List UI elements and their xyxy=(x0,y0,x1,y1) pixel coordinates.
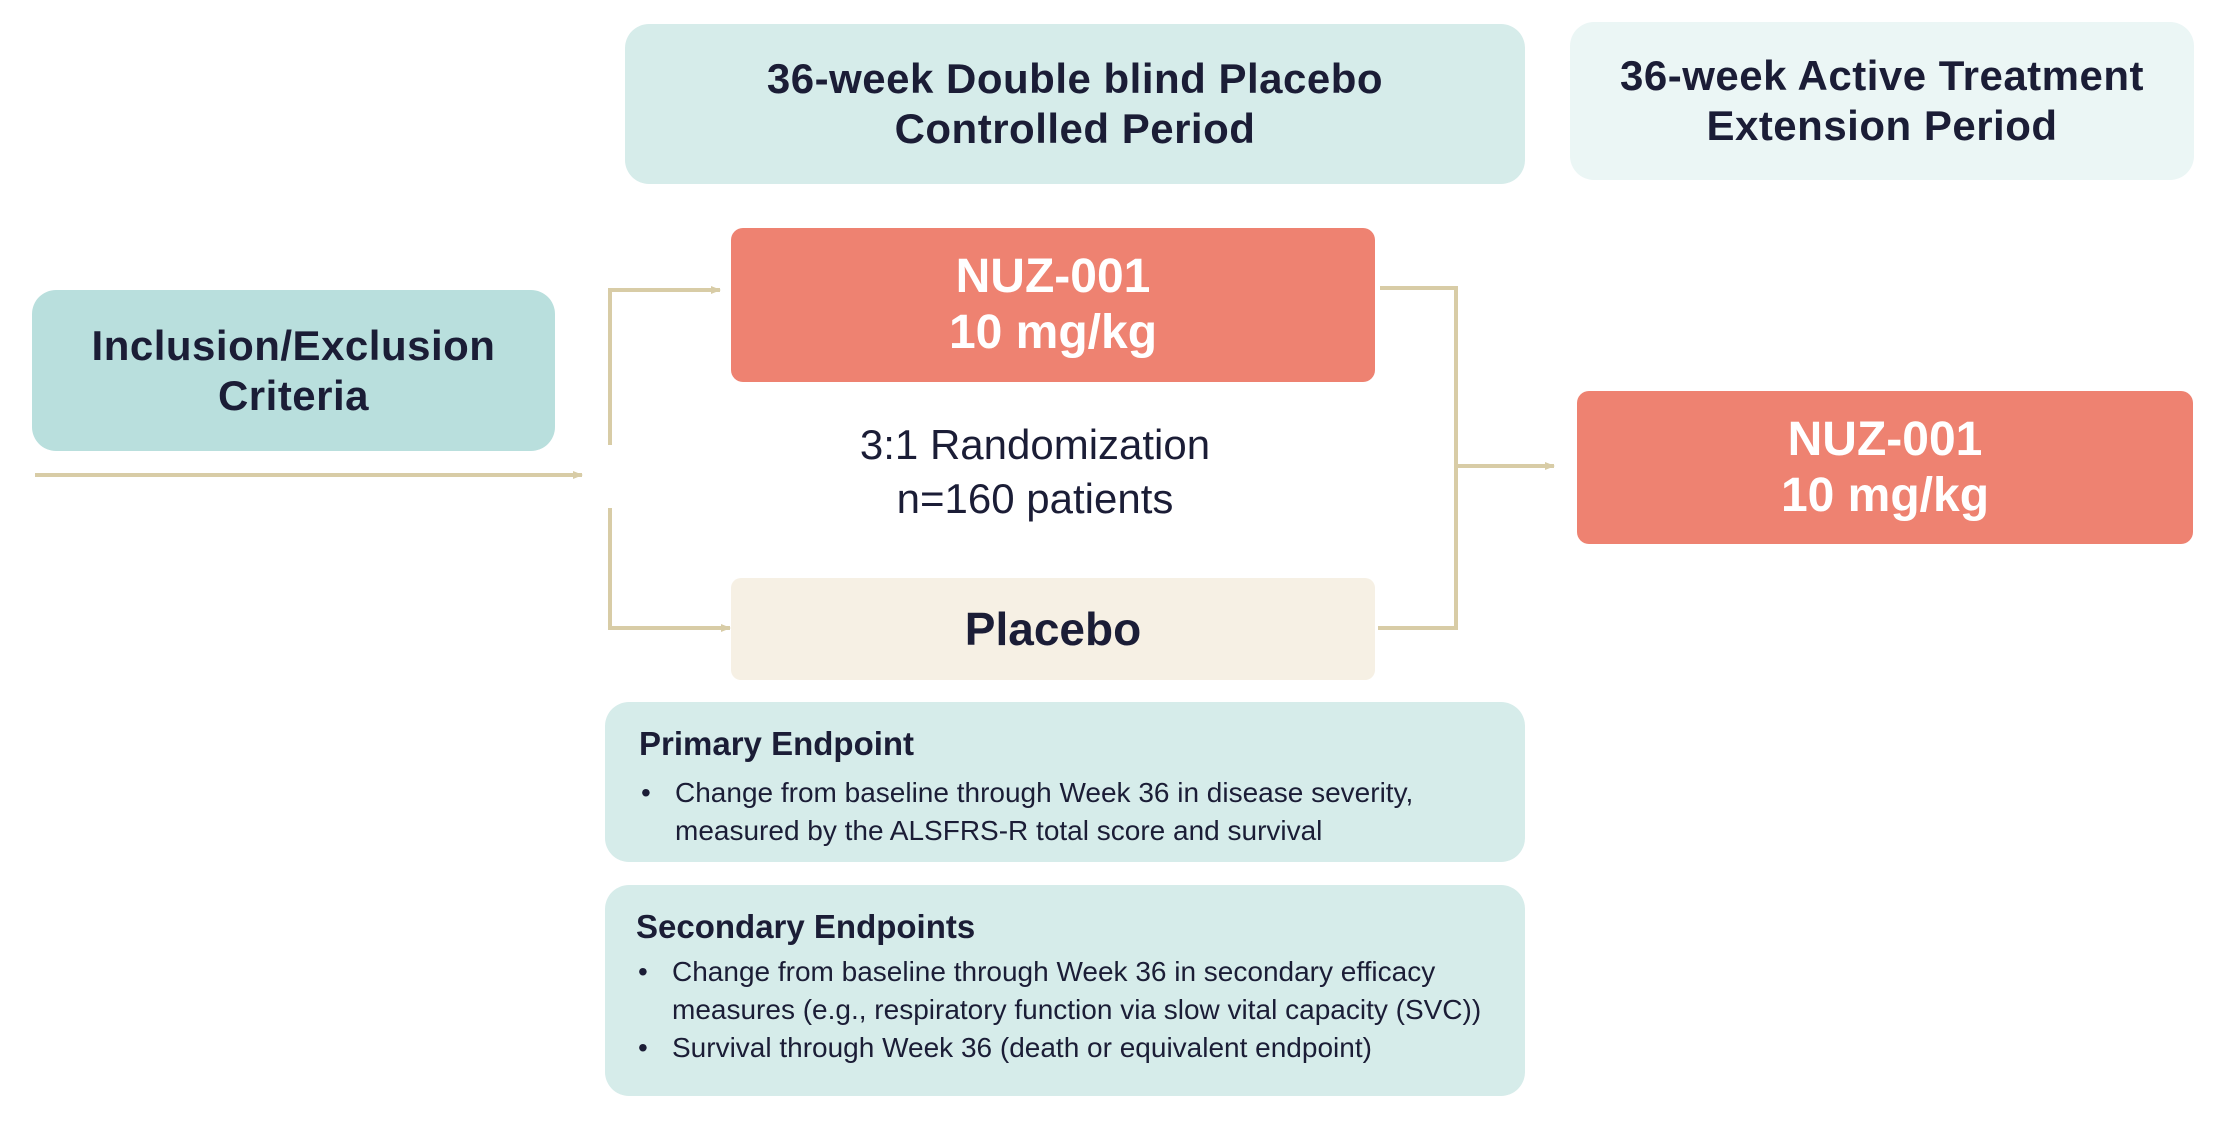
endpoint-item-line: Survival through Week 36 (death or equiv… xyxy=(672,1032,1372,1063)
inclusion-exclusion-box: Inclusion/Exclusion Criteria xyxy=(32,290,555,451)
treatment-arm-box: NUZ-001 10 mg/kg xyxy=(731,228,1375,382)
primary-endpoint-list: Change from baseline through Week 36 in … xyxy=(639,774,1525,850)
extension-arm-box: NUZ-001 10 mg/kg xyxy=(1577,391,2193,544)
patient-count: n=160 patients xyxy=(896,475,1174,522)
drug-name: NUZ-001 xyxy=(1787,412,1983,466)
secondary-endpoints-box: Secondary Endpoints Change from baseline… xyxy=(605,885,1525,1096)
criteria-line: Criteria xyxy=(217,371,370,419)
criteria-line: Inclusion/Exclusion xyxy=(91,321,496,369)
drug-name: NUZ-001 xyxy=(955,250,1151,303)
endpoint-item: Change from baseline through Week 36 in … xyxy=(636,953,1525,1029)
primary-endpoint-title: Primary Endpoint xyxy=(639,725,915,762)
endpoint-item-line: Change from baseline through Week 36 in … xyxy=(675,777,1414,808)
randomization-ratio: 3:1 Randomization xyxy=(859,421,1211,468)
placebo-controlled-period-header: 36-week Double blind Placebo Controlled … xyxy=(625,24,1525,184)
randomization-label: 3:1 Randomization n=160 patients xyxy=(735,418,1335,526)
extension-period-header: 36-week Active Treatment Extension Perio… xyxy=(1570,22,2194,180)
endpoint-item-line: measured by the ALSFRS-R total score and… xyxy=(675,815,1323,846)
period-header-line: 36-week Double blind Placebo xyxy=(766,55,1384,102)
period-header-line: Extension Period xyxy=(1706,102,2058,149)
period-header-line: Controlled Period xyxy=(894,105,1256,152)
secondary-endpoints-title: Secondary Endpoints xyxy=(636,908,976,945)
arrow-to-treatment xyxy=(608,286,721,445)
drug-dose: 10 mg/kg xyxy=(948,306,1158,359)
endpoint-item-line: measures (e.g., respiratory function via… xyxy=(672,994,1482,1025)
endpoint-item: Survival through Week 36 (death or equiv… xyxy=(636,1029,1525,1067)
bracket-merge xyxy=(1378,286,1458,630)
endpoint-item-line: Change from baseline through Week 36 in … xyxy=(672,956,1436,987)
placebo-label: Placebo xyxy=(964,603,1142,655)
drug-dose: 10 mg/kg xyxy=(1780,468,1990,522)
arrow-to-placebo xyxy=(608,508,731,632)
period-header-line: 36-week Active Treatment xyxy=(1619,52,2145,99)
secondary-endpoints-list: Change from baseline through Week 36 in … xyxy=(636,953,1525,1067)
endpoint-item: Change from baseline through Week 36 in … xyxy=(639,774,1525,850)
primary-endpoint-box: Primary Endpoint Change from baseline th… xyxy=(605,702,1525,862)
placebo-arm-box: Placebo xyxy=(731,578,1375,680)
